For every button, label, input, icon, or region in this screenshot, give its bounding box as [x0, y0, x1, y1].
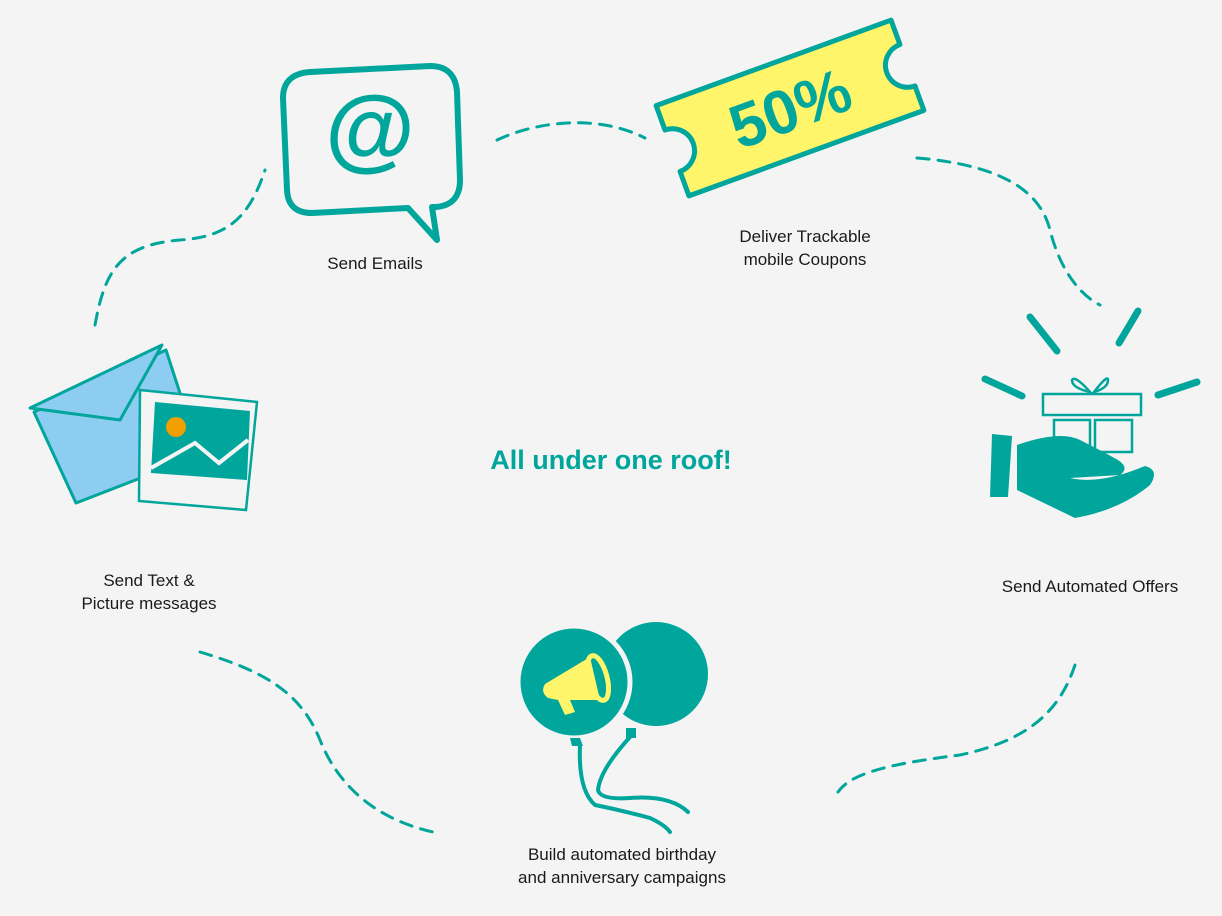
label-line: Build automated birthday	[527, 845, 717, 864]
envelope-picture-icon	[28, 343, 259, 512]
feature-label-coupons: Deliver Trackable mobile Coupons	[739, 225, 870, 271]
gift-hand-icon	[981, 307, 1201, 518]
coupon-icon: 50%	[653, 17, 927, 199]
feature-label-campaigns: Build automated birthday and anniversary…	[518, 843, 726, 889]
label-line: Send Emails	[327, 254, 423, 273]
megaphone-icon	[543, 653, 612, 715]
label-line: and anniversary campaigns	[518, 868, 726, 887]
at-speech-bubble-icon: @	[280, 63, 463, 243]
main-title: All under one roof!	[490, 445, 732, 475]
label-line: mobile Coupons	[743, 250, 867, 269]
feature-label-text-picture: Send Text & Picture messages	[81, 569, 216, 615]
dashed-connector	[198, 650, 435, 834]
feature-label-send-emails: Send Emails	[327, 252, 422, 275]
dashed-connector	[915, 156, 1102, 307]
label-line: Deliver Trackable	[739, 227, 871, 246]
label-line: Send Automated Offers	[1001, 577, 1179, 596]
svg-text:@: @	[325, 78, 415, 180]
balloons-megaphone-icon	[515, 622, 708, 834]
dashed-connector	[495, 121, 647, 142]
dashed-connector	[836, 663, 1077, 794]
feature-label-offers: Send Automated Offers	[1002, 575, 1178, 598]
label-line: Send Text &	[103, 571, 195, 590]
label-line: Picture messages	[81, 594, 217, 613]
dashed-connector	[93, 168, 267, 327]
